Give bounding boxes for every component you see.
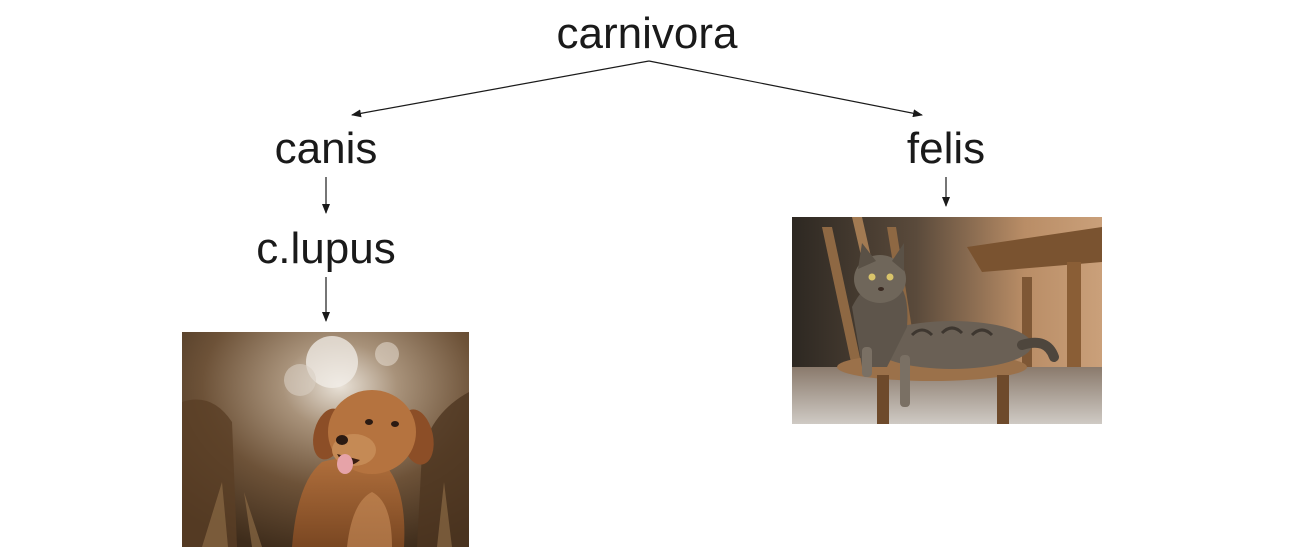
- node-canis: canis: [274, 124, 378, 173]
- cat-photo: [792, 217, 1102, 424]
- edge-carnivora-felis: [648, 60, 923, 118]
- node-carnivora: carnivora: [556, 9, 738, 58]
- edge-carnivora-canis: [351, 60, 650, 118]
- node-felis: felis: [906, 124, 986, 173]
- dog-photo: [182, 332, 469, 547]
- node-c-lupus: c.lupus: [256, 224, 396, 273]
